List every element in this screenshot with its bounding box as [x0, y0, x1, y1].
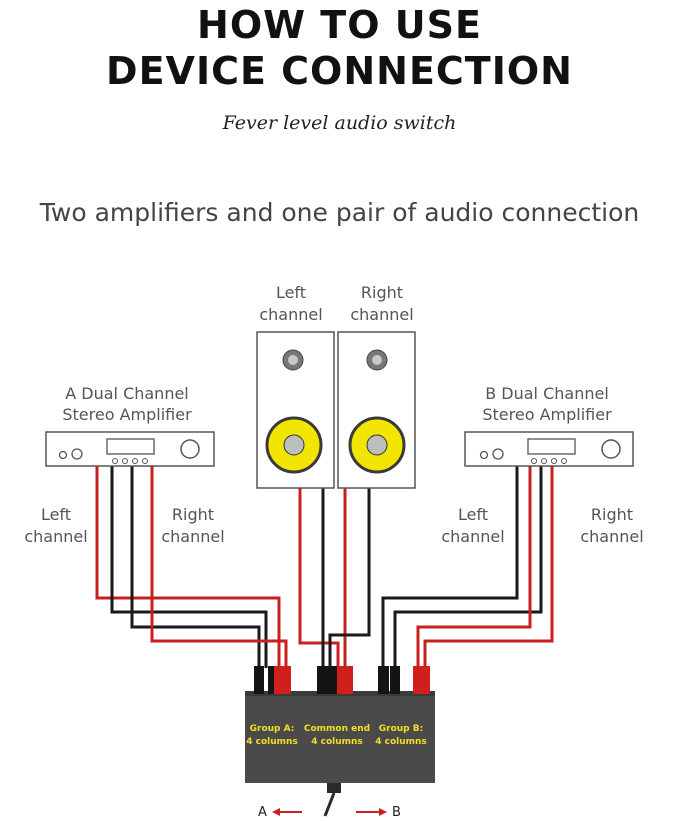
speaker-left-label-2: channel	[259, 305, 322, 324]
amp-b-label-1: B Dual Channel	[485, 384, 609, 403]
common-end-label-1: Common end	[304, 724, 370, 734]
amp-b-knob-medium	[492, 448, 504, 460]
wire-amp-a-right-black	[130, 465, 261, 668]
amp-b-right-channel-1: Right	[591, 505, 633, 524]
amp-b-volume-knob	[601, 439, 621, 459]
wire-amp-a-left-black	[110, 465, 268, 668]
toggle-base	[327, 783, 341, 793]
common-end-label-2: 4 columns	[311, 737, 363, 747]
page-subtitle: Fever level audio switch	[222, 112, 457, 134]
amp-a-right-channel-2: channel	[161, 527, 224, 546]
amp-b-left-channel-2: channel	[441, 527, 504, 546]
speaker-left	[256, 331, 335, 489]
amp-a-left-channel-1: Left	[41, 505, 71, 524]
arrow-left-icon	[272, 808, 280, 816]
wire-amp-b-left-red	[416, 465, 532, 668]
amp-b-knob-small	[479, 450, 489, 460]
amp-a-label-1: A Dual Channel	[65, 384, 189, 403]
amp-b-right-channel-2: channel	[580, 527, 643, 546]
speaker-right-label-1: Right	[361, 283, 403, 302]
wire-amp-a-left-red	[95, 465, 281, 668]
amp-a-display	[106, 438, 155, 455]
speaker-right-label-2: channel	[350, 305, 413, 324]
amp-a-knob-medium	[71, 448, 83, 460]
wire-amp-b-left-black	[381, 465, 519, 668]
speaker-right	[337, 331, 416, 489]
page-title-line-1: HOW TO USE	[197, 3, 482, 47]
toggle-lever	[323, 792, 336, 817]
wires	[95, 465, 554, 668]
arrow-right-icon	[379, 808, 387, 816]
amp-b-label-2: Stereo Amplifier	[482, 405, 612, 424]
direction-a-label: A	[258, 805, 267, 820]
amplifier-a	[45, 431, 215, 467]
speaker-left-label-1: Left	[276, 283, 306, 302]
amp-a-label-2: Stereo Amplifier	[62, 405, 192, 424]
page-title-line-2: DEVICE CONNECTION	[106, 49, 573, 93]
amp-b-display	[527, 438, 576, 455]
amp-a-volume-knob	[180, 439, 200, 459]
direction-b-label: B	[392, 805, 401, 820]
section-heading: Two amplifiers and one pair of audio con…	[39, 198, 640, 227]
amplifier-b	[464, 431, 634, 467]
labels: Left channel Right channel A Dual Channe…	[24, 283, 643, 546]
wire-left-speaker-red	[298, 488, 340, 668]
group-b-label-2: 4 columns	[375, 737, 427, 747]
group-a-label-2: 4 columns	[246, 737, 298, 747]
group-a-label-1: Group A:	[250, 724, 295, 734]
amp-a-left-channel-2: channel	[24, 527, 87, 546]
amp-b-left-channel-1: Left	[458, 505, 488, 524]
banana-plugs	[254, 666, 430, 694]
wire-amp-b-right-black	[393, 465, 543, 668]
wire-amp-a-right-red	[150, 465, 288, 668]
group-b-label-1: Group B:	[379, 724, 423, 734]
amp-a-right-channel-1: Right	[172, 505, 214, 524]
wire-right-speaker-black	[328, 488, 371, 668]
amp-a-knob-small	[58, 450, 68, 460]
wire-amp-b-right-red	[423, 465, 554, 668]
switch-box: Group A: 4 columns Common end 4 columns …	[245, 666, 435, 817]
direction-indicator: A B	[258, 805, 401, 820]
